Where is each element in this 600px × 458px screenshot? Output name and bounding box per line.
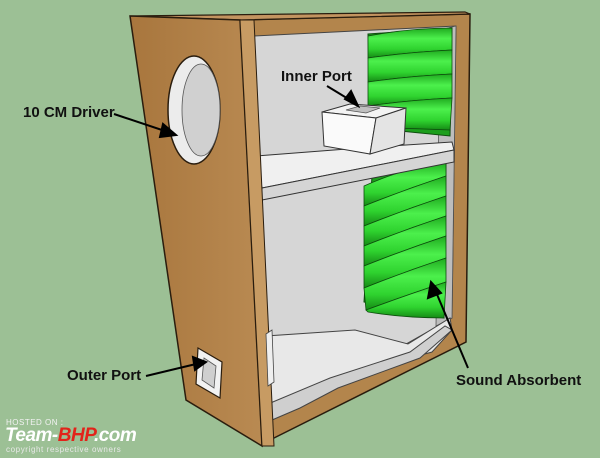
inner-port-label: Inner Port <box>281 68 352 85</box>
floor-deflector <box>267 325 453 421</box>
logo-dotcom: .com <box>93 425 137 446</box>
driver-label: 10 CM Driver <box>23 104 115 121</box>
logo-bhp: BHP <box>57 425 95 446</box>
arrow-outer-port <box>145 363 197 377</box>
driver-cutout <box>167 55 221 165</box>
lower-foam <box>363 161 447 319</box>
outer-port-label: Outer Port <box>67 367 142 384</box>
watermark-copyright: copyright respective owners <box>6 445 122 454</box>
arrowhead-outer-port <box>191 355 209 372</box>
watermark-logo: Team-BHP.com <box>5 425 137 447</box>
callout-arrows <box>113 85 469 377</box>
interior-edge-block <box>265 329 275 387</box>
sound-absorbent-label: Sound Absorbent <box>456 372 582 389</box>
cabinet-front-edge <box>239 19 275 447</box>
inner-port-box <box>321 103 407 155</box>
logo-team: Team- <box>5 425 58 446</box>
arrowhead-sound <box>426 279 443 300</box>
arrowhead-driver <box>158 122 179 139</box>
arrow-driver <box>113 113 169 133</box>
arrowhead-inner-port <box>343 89 361 109</box>
arrow-sound <box>435 291 469 369</box>
watermark-hosted-on: HOSTED ON : <box>6 418 64 427</box>
